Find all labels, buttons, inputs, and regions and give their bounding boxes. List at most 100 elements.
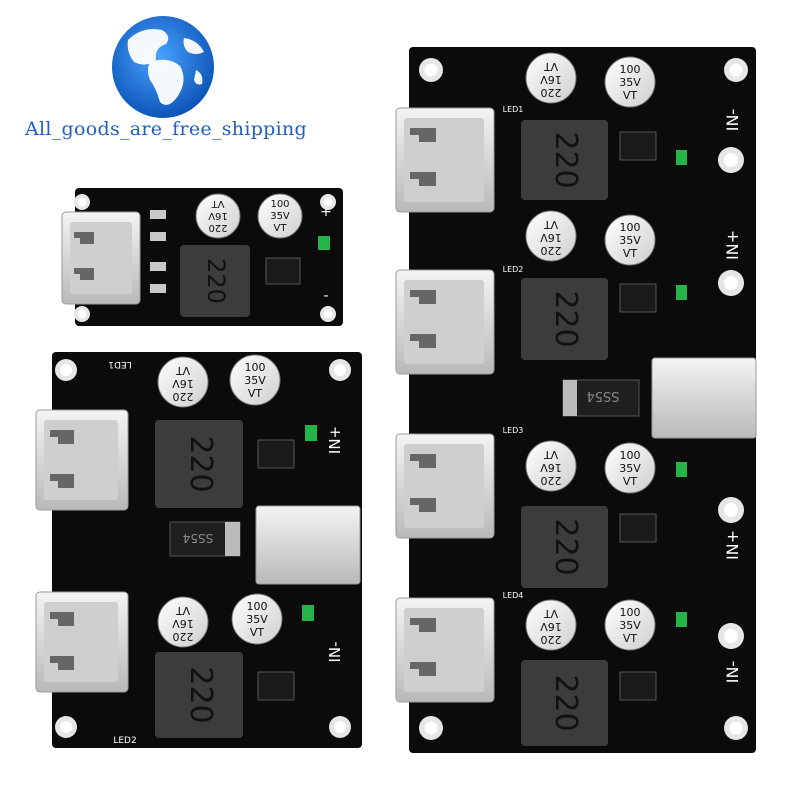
- cap-voltage: 16V: [540, 73, 562, 86]
- inductor-label: 220: [183, 666, 218, 723]
- capacitor-100uf: 100 35V VT: [604, 442, 656, 494]
- cap-voltage: 16V: [172, 377, 194, 390]
- double-port-board: LED1 220 16V VT 100 35V VT 220 IN+: [35, 352, 362, 748]
- led: [318, 236, 330, 250]
- led: [676, 150, 687, 165]
- cap-value: 100: [620, 63, 641, 76]
- cap-value: 100: [620, 221, 641, 234]
- cap-value: 100: [270, 199, 289, 210]
- capacitor-220uf: 220 16V VT: [525, 210, 577, 262]
- led: [676, 285, 687, 300]
- capacitor-220uf: 220 16V VT: [195, 193, 241, 239]
- cap-series: VT: [623, 247, 638, 260]
- ic-chip: [257, 671, 295, 701]
- inductor: 220: [521, 278, 608, 360]
- cap-voltage: 16V: [540, 620, 562, 633]
- usb-c-port: [651, 357, 757, 439]
- led3-label: LED3: [503, 426, 524, 435]
- cap-value: 100: [620, 449, 641, 462]
- led2-label: LED2: [113, 736, 136, 746]
- minus-label: -: [323, 288, 328, 304]
- inductor-label: 220: [548, 131, 583, 188]
- cap-value: 220: [541, 86, 562, 99]
- single-port-board: 220 16V VT 100 35V VT 220 + -: [61, 188, 343, 326]
- cap-voltage: 16V: [540, 231, 562, 244]
- led: [305, 425, 317, 441]
- usb-port: [395, 107, 495, 213]
- cap-voltage: 35V: [244, 374, 266, 387]
- shipping-slogan: All_goods_are_free_shipping: [24, 118, 308, 140]
- led: [676, 462, 687, 477]
- cap-series: VT: [544, 218, 559, 231]
- cap-voltage: 16V: [208, 210, 228, 221]
- usb-port: [61, 211, 141, 305]
- inductor: 220: [521, 120, 608, 200]
- led: [676, 612, 687, 627]
- cap-voltage: 35V: [619, 234, 641, 247]
- cap-value: 100: [620, 606, 641, 619]
- cap-value: 100: [247, 600, 268, 613]
- cap-voltage: 16V: [540, 461, 562, 474]
- usb-port: [35, 409, 129, 511]
- ic-chip: [257, 439, 295, 469]
- cap-value: 100: [245, 361, 266, 374]
- cap-value: 220: [541, 244, 562, 257]
- capacitor-220uf: 220 16V VT: [157, 596, 209, 648]
- cap-series: VT: [250, 626, 265, 639]
- plus-label: +: [320, 204, 332, 220]
- cap-series: VT: [544, 60, 559, 73]
- cap-value: 220: [541, 474, 562, 487]
- capacitor-100uf: 100 35V VT: [604, 56, 656, 108]
- usb-port: [395, 597, 495, 703]
- capacitor-100uf: 100 35V VT: [604, 599, 656, 651]
- in-plus-label: IN+: [723, 530, 742, 560]
- diode-label: SS54: [183, 531, 214, 545]
- usb-port: [35, 591, 129, 693]
- ic-chip: [265, 257, 301, 285]
- cap-value: 220: [173, 630, 194, 643]
- quad-port-board: IN- IN+ IN+ IN- LED1 LED2 LED3 LED4 220 …: [395, 47, 757, 753]
- inductor: 220: [155, 420, 243, 508]
- led: [302, 605, 314, 621]
- cap-value: 220: [208, 222, 227, 233]
- cap-series: VT: [623, 89, 638, 102]
- inductor: 220: [521, 660, 608, 746]
- cap-series: VT: [176, 604, 191, 617]
- cap-series: VT: [211, 198, 225, 209]
- cap-series: VT: [623, 632, 638, 645]
- cap-voltage: 35V: [619, 462, 641, 475]
- led1-label: LED1: [108, 359, 131, 369]
- cap-series: VT: [274, 223, 288, 234]
- ic-chip: [619, 283, 657, 313]
- cap-series: VT: [623, 475, 638, 488]
- cap-series: VT: [544, 607, 559, 620]
- inductor: 220: [155, 652, 243, 738]
- capacitor-220uf: 220 16V VT: [525, 599, 577, 651]
- ic-chip: [619, 513, 657, 543]
- in-plus-label: IN+: [326, 426, 344, 454]
- ic-chip: [619, 131, 657, 161]
- capacitor-220uf: 220 16V VT: [525, 52, 577, 104]
- in-minus-label: IN-: [326, 641, 344, 662]
- led4-label: LED4: [503, 591, 524, 600]
- capacitor-220uf: 220 16V VT: [525, 440, 577, 492]
- inductor: 220: [180, 245, 250, 317]
- cap-series: VT: [248, 387, 263, 400]
- cap-voltage: 35V: [270, 211, 290, 222]
- ic-chip: [619, 671, 657, 701]
- globe-logo: [112, 16, 214, 118]
- cap-value: 220: [541, 633, 562, 646]
- usb-port: [395, 269, 495, 375]
- cap-series: VT: [544, 448, 559, 461]
- capacitor-100uf: 100 35V VT: [231, 593, 283, 645]
- usb-c-port: [255, 505, 361, 585]
- capacitor-100uf: 100 35V VT: [257, 193, 303, 239]
- cap-voltage: 35V: [619, 76, 641, 89]
- led1-label: LED1: [503, 105, 524, 114]
- capacitor-100uf: 100 35V VT: [229, 354, 281, 406]
- led2-label: LED2: [503, 265, 524, 274]
- in-minus-label: IN-: [723, 109, 742, 131]
- capacitor-220uf: 220 16V VT: [157, 356, 209, 408]
- schottky-diode: SS54: [562, 379, 640, 417]
